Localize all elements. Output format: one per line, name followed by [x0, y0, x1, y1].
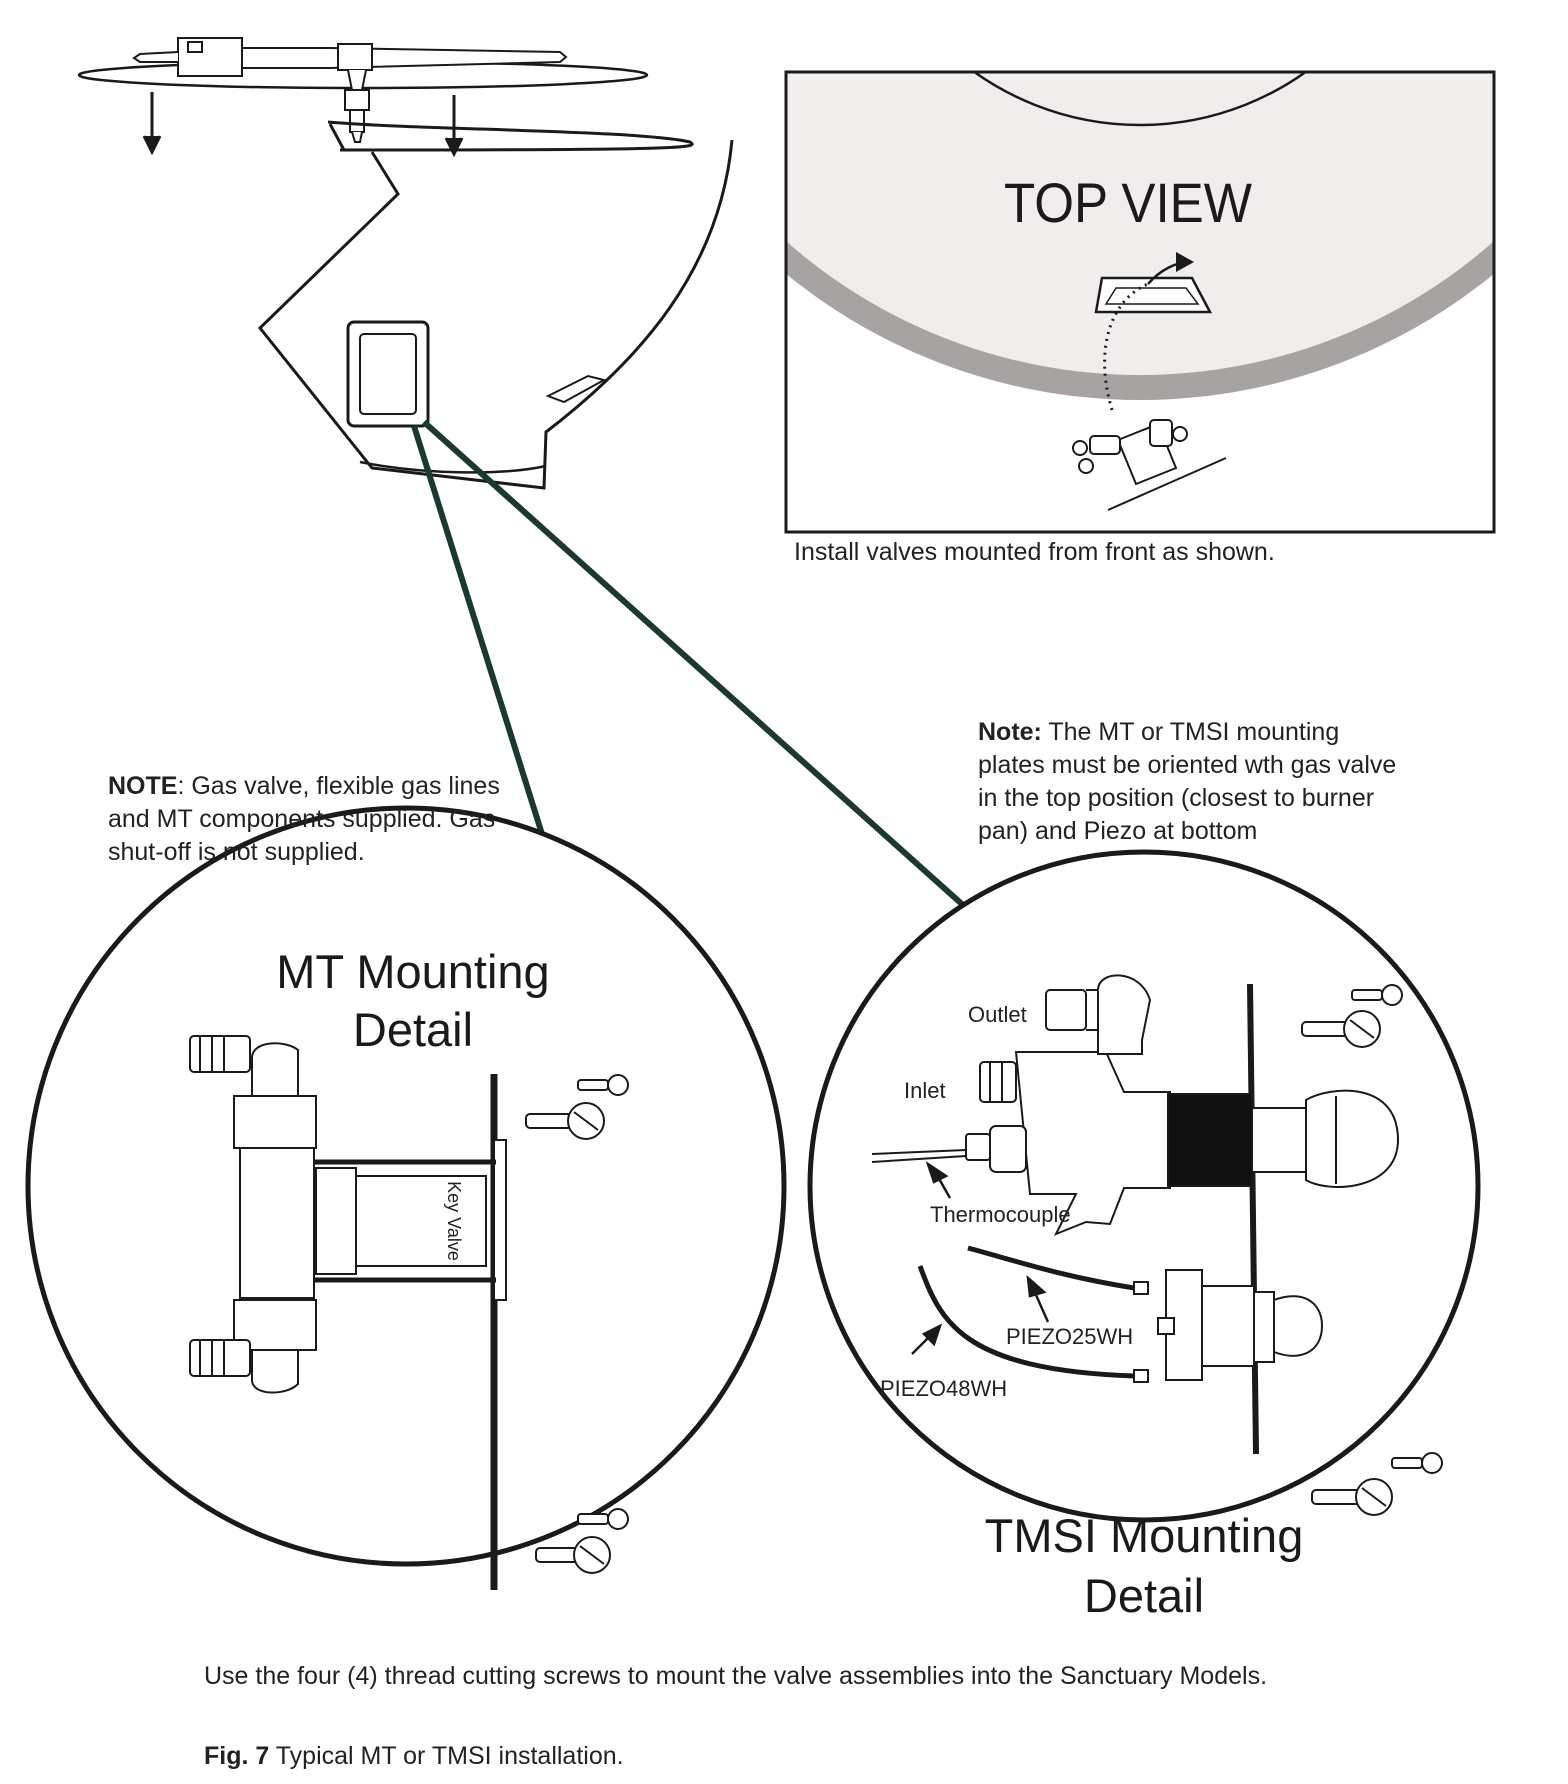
down-arrow-icon — [142, 92, 464, 158]
top-view-caption: Install valves mounted from front as sho… — [794, 538, 1275, 566]
mounting-screw-icon — [525, 1074, 629, 1574]
tmsi-valve-assembly — [965, 974, 1400, 1236]
inlet-label: Inlet — [904, 1078, 946, 1103]
piezo48-wire — [917, 1265, 1135, 1379]
outlet-label: Outlet — [968, 1002, 1027, 1027]
piezo-igniter — [1133, 1269, 1324, 1383]
tmsi-mounting-wall — [1247, 983, 1259, 1455]
piezo48-label: PIEZO48WH — [880, 1376, 1007, 1401]
note-left-label: NOTE — [108, 772, 178, 800]
tmsi-detail-title-line2: Detail — [1084, 1569, 1204, 1622]
mt-detail-title-line2: Detail — [353, 1003, 473, 1056]
mt-detail-title-line1: MT Mounting — [276, 945, 549, 998]
fire-bowl-illustration — [77, 37, 734, 490]
figure-caption-text: Typical MT or TMSI installation. — [269, 1742, 624, 1770]
tmsi-detail-title-line1: TMSI Mounting — [985, 1509, 1304, 1562]
piezo25-wire — [967, 1245, 1135, 1291]
burner-ring — [972, 72, 1308, 127]
top-view-frame — [784, 70, 1496, 534]
bowl-rim — [327, 120, 694, 152]
note-right-text: The MT or TMSI mounting plates must be o… — [978, 718, 1397, 845]
instruction-text: Use the four (4) thread cutting screws t… — [204, 1662, 1268, 1690]
valve-mounting-plate — [346, 320, 430, 428]
top-view-title: TOP VIEW — [1004, 171, 1252, 234]
note-left-text: : Gas valve, flexible gas lines and MT c… — [108, 772, 500, 866]
thermocouple-label: Thermocouple — [930, 1202, 1071, 1227]
mt-bracket — [493, 1139, 507, 1301]
tmsi-mounting-detail: Outlet Inlet Thermocouple PIEZO25WH PIEZ… — [807, 849, 1481, 1622]
top-view-panel: TOP VIEW — [784, 70, 1496, 534]
bowl-base — [359, 460, 547, 474]
label-arrow-icon — [911, 1160, 1050, 1355]
burner-assembly — [132, 37, 568, 143]
bowl-outline — [257, 139, 734, 490]
mt-valve-assembly: Key Valve — [189, 1035, 496, 1394]
tmsi-black-collar — [1167, 1093, 1253, 1187]
note-right-label: Note: — [978, 718, 1042, 746]
thermocouple-line — [871, 1149, 967, 1163]
note-right: Note: The MT or TMSI mounting plates mus… — [978, 716, 1408, 848]
figure-caption: Fig. 7 Typical MT or TMSI installation. — [204, 1742, 624, 1771]
valve-stamp-text: Key Valve — [444, 1181, 464, 1261]
mt-mounting-detail: MT Mounting Detail Key Valve — [25, 805, 787, 1590]
mounting-screw-icon — [1301, 984, 1443, 1516]
valve-assembly-icon — [1072, 419, 1227, 511]
piezo25-label: PIEZO25WH — [1006, 1324, 1133, 1349]
figure-caption-label: Fig. 7 — [204, 1742, 270, 1770]
note-left: NOTE: Gas valve, flexible gas lines and … — [108, 770, 508, 869]
